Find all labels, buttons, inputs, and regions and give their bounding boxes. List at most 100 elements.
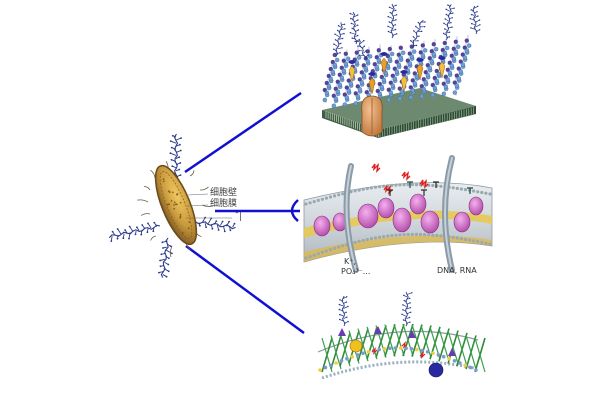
lps-branch-tip <box>141 224 144 226</box>
core-bead <box>445 77 450 82</box>
lps-branch-tip <box>233 222 236 225</box>
lps-branch-tip <box>128 237 130 240</box>
core-bead <box>379 84 384 90</box>
lps-branch-tip <box>179 149 182 152</box>
cytoplasm-dot <box>173 207 176 210</box>
core-bead <box>341 58 346 63</box>
lps-branch-tip <box>158 271 160 274</box>
lps-branch-tip <box>179 162 182 164</box>
wall-bead <box>420 348 425 353</box>
lps-branch-tip <box>476 5 479 8</box>
wall-bead <box>393 346 398 350</box>
core-bead <box>331 93 336 98</box>
lps-branch-tip <box>228 220 231 223</box>
surface-marker <box>387 189 393 196</box>
wall-bead <box>431 351 435 356</box>
lps-branch-tip <box>345 296 348 298</box>
core-bead <box>359 80 364 85</box>
lipid-head <box>476 240 480 244</box>
lps-branch-tip <box>443 22 445 25</box>
lps-branch-tip <box>159 265 162 268</box>
cytoplasm-dot <box>176 193 179 195</box>
lps-branch-tip <box>339 299 341 301</box>
lps-branch-tip <box>415 44 418 47</box>
lps-branch-tip <box>111 230 114 233</box>
lps-branch-tip <box>447 4 449 6</box>
lipid-head <box>390 183 394 187</box>
core-bead <box>342 92 347 97</box>
core-bead <box>353 91 358 96</box>
lps-branch-tip <box>356 14 359 16</box>
lipid-head <box>472 189 476 193</box>
core-bead <box>427 56 432 61</box>
core-bead <box>398 55 403 60</box>
core-bead <box>377 91 382 97</box>
lps-branch-tip <box>336 29 339 32</box>
membrane-yellow-lower <box>304 235 492 262</box>
core-bead <box>423 70 428 75</box>
core-bead <box>405 58 410 63</box>
lps-branch-tip <box>395 4 397 7</box>
lps-branch-tip <box>415 25 417 28</box>
core-bead <box>324 90 329 96</box>
lipid-head <box>418 232 423 237</box>
ion-channel-left-inner <box>345 165 357 271</box>
lps-branch <box>406 311 411 315</box>
wall-bead <box>355 353 360 357</box>
lipid-head <box>353 240 357 244</box>
lps-branch-tip <box>451 26 453 28</box>
pilus <box>189 170 195 177</box>
lps-branch-tip <box>147 222 149 225</box>
surface-marker <box>467 187 473 194</box>
core-bead <box>374 55 379 60</box>
purple-wall-protein <box>448 348 456 356</box>
core-bead <box>354 50 359 55</box>
cytoplasm-dot <box>173 201 176 204</box>
wall-bead <box>382 347 387 351</box>
core-bead <box>335 57 340 63</box>
lps-branch-tip <box>395 33 398 35</box>
lps-branch-tip <box>171 252 173 255</box>
lps-branch-tip <box>394 28 397 31</box>
core-bead <box>381 77 386 83</box>
lps-branch-tip <box>134 233 137 236</box>
core-bead <box>441 81 446 86</box>
cytoplasm-dot <box>179 201 182 204</box>
core-bead <box>359 70 364 75</box>
lps-branch-tip <box>170 158 173 161</box>
outer-membrane-slab-top <box>322 88 476 130</box>
core-bead <box>412 49 417 54</box>
core-bead <box>464 38 469 43</box>
core-bead <box>412 81 417 86</box>
lipid-head <box>324 196 328 200</box>
lps-stem <box>108 224 161 239</box>
lipid-head <box>410 232 414 236</box>
core-bead <box>339 65 344 70</box>
core-bead <box>357 87 362 92</box>
cell-membrane-panel <box>303 155 493 273</box>
core-bead <box>453 39 458 44</box>
lipid-head <box>361 238 365 242</box>
cytoplasm-dot <box>166 203 169 206</box>
glycan-cross <box>420 325 432 358</box>
lps-branch-tip <box>345 311 347 314</box>
lps-branch-tip <box>349 12 351 15</box>
lipid-head <box>423 233 427 237</box>
core-bead <box>343 51 348 56</box>
lps-branch-tip <box>159 259 162 262</box>
lps-branch-tip <box>388 21 391 23</box>
lps-branch-tip <box>358 49 360 52</box>
top-lps-chain <box>354 38 369 61</box>
wall-bead <box>474 368 478 372</box>
lps-branch <box>359 40 365 45</box>
membrane-protein <box>392 207 412 233</box>
surface-markers <box>387 181 473 196</box>
lipid-head <box>341 192 345 196</box>
lps-branch-tip <box>169 245 172 248</box>
lps-branch <box>475 24 481 28</box>
lps-branch <box>470 18 475 21</box>
cell-lps-chains <box>108 133 236 278</box>
core-bead <box>434 47 439 52</box>
lps-branch <box>339 319 344 322</box>
lps-branch-tip <box>452 12 454 14</box>
